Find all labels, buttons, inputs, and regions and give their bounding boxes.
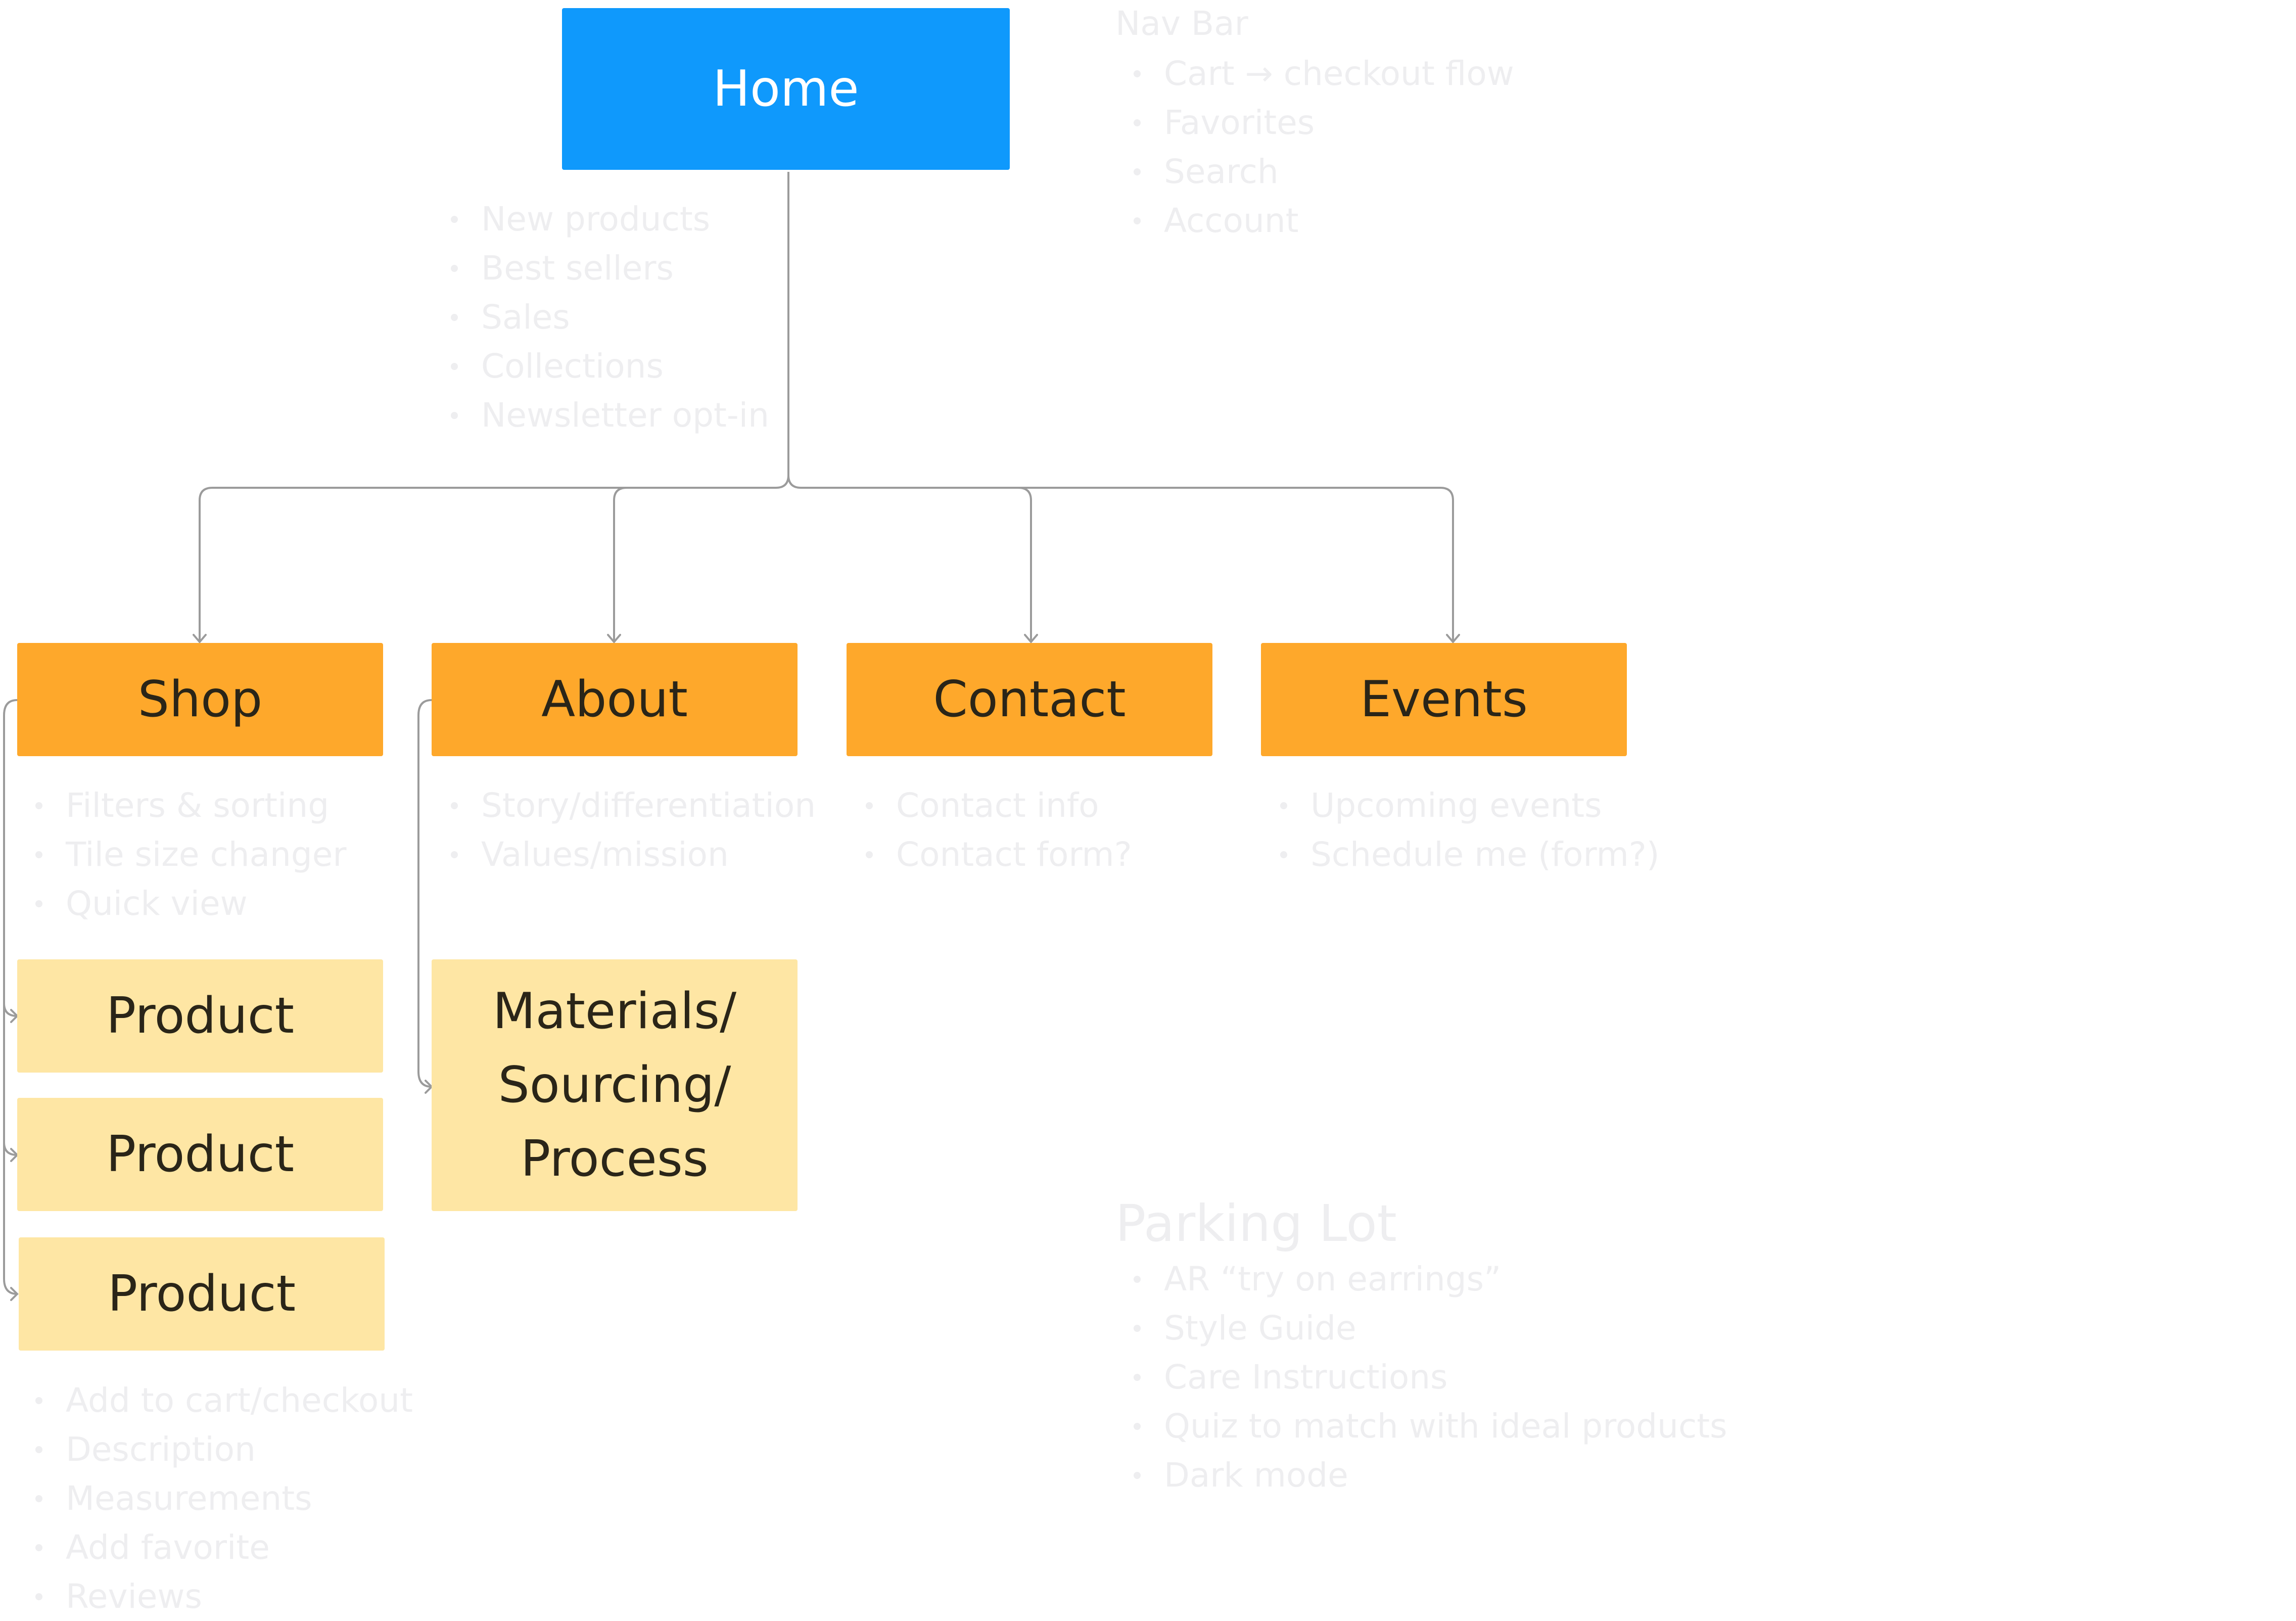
- note-item: Favorites: [1115, 98, 1514, 147]
- contact-notes: Contact info Contact form?: [848, 781, 1132, 879]
- note-item: Story/differentiation: [433, 781, 816, 830]
- node-home[interactable]: Home: [562, 8, 1010, 170]
- node-product-2[interactable]: Product: [17, 1098, 383, 1211]
- node-product-3[interactable]: Product: [19, 1237, 385, 1351]
- node-about[interactable]: About: [432, 643, 798, 756]
- arrowhead-product-3: [10, 1287, 19, 1301]
- note-item: Collections: [433, 342, 769, 391]
- connector-home-shop: [199, 475, 789, 642]
- product-notes: Add to cart/checkout Description Measure…: [17, 1376, 413, 1621]
- node-materials-label-line-3: Process: [521, 1130, 709, 1188]
- node-shop-label: Shop: [137, 671, 263, 728]
- parking-lot-notes: AR “try on earrings” Style Guide Care In…: [1115, 1255, 1727, 1500]
- node-product-2-label: Product: [106, 1126, 295, 1183]
- arrowhead-events: [1446, 634, 1460, 644]
- note-item: New products: [433, 195, 769, 244]
- note-item: Reviews: [17, 1572, 413, 1621]
- node-product-1-label: Product: [106, 987, 295, 1045]
- node-contact-label: Contact: [933, 671, 1126, 728]
- note-item: Values/mission: [433, 830, 816, 879]
- node-materials-label-line-2: Sourcing/: [498, 1056, 731, 1114]
- note-item: Newsletter opt-in: [433, 391, 769, 440]
- note-item: Measurements: [17, 1474, 413, 1523]
- node-contact[interactable]: Contact: [847, 643, 1212, 756]
- node-product-1[interactable]: Product: [17, 959, 383, 1073]
- arrowhead-shop: [193, 634, 207, 644]
- node-materials-label-line-1: Materials/: [492, 983, 737, 1040]
- parking-lot-title: Parking Lot: [1115, 1194, 1397, 1253]
- note-item: Account: [1115, 196, 1514, 245]
- note-item: Upcoming events: [1262, 781, 1660, 830]
- note-item: Quick view: [17, 879, 347, 928]
- note-item: Tile size changer: [17, 830, 347, 879]
- node-events[interactable]: Events: [1261, 643, 1627, 756]
- note-item: Add to cart/checkout: [17, 1376, 413, 1425]
- note-item: Best sellers: [433, 244, 769, 293]
- note-item: Contact form?: [848, 830, 1132, 879]
- connector-home-about: [613, 487, 627, 642]
- note-item: Quiz to match with ideal products: [1115, 1402, 1727, 1451]
- arrowhead-contact: [1024, 634, 1038, 644]
- node-events-label: Events: [1360, 671, 1528, 728]
- note-item: Contact info: [848, 781, 1132, 830]
- home-notes: New products Best sellers Sales Collecti…: [433, 195, 769, 440]
- nav-bar-title: Nav Bar: [1115, 4, 1248, 43]
- node-home-label: Home: [713, 60, 859, 118]
- node-materials-sourcing-process[interactable]: Materials/ Sourcing/ Process: [432, 959, 798, 1211]
- events-notes: Upcoming events Schedule me (form?): [1262, 781, 1660, 879]
- arrowhead-about: [607, 634, 621, 644]
- note-item: AR “try on earrings”: [1115, 1255, 1727, 1304]
- nav-bar-notes: Cart → checkout flow Favorites Search Ac…: [1115, 49, 1514, 245]
- note-item: Style Guide: [1115, 1304, 1727, 1353]
- about-notes: Story/differentiation Values/mission: [433, 781, 816, 879]
- note-item: Cart → checkout flow: [1115, 49, 1514, 98]
- connector-about-materials: [417, 699, 432, 1088]
- connector-home-contact: [1018, 487, 1032, 642]
- node-about-label: About: [541, 671, 688, 728]
- note-item: Filters & sorting: [17, 781, 347, 830]
- note-item: Care Instructions: [1115, 1353, 1727, 1402]
- note-item: Dark mode: [1115, 1451, 1727, 1500]
- note-item: Add favorite: [17, 1523, 413, 1572]
- node-product-3-label: Product: [107, 1265, 296, 1323]
- note-item: Description: [17, 1425, 413, 1474]
- connector-shop-products: [3, 699, 18, 1295]
- connector-home-trunk: [787, 172, 1454, 642]
- shop-notes: Filters & sorting Tile size changer Quic…: [17, 781, 347, 928]
- note-item: Sales: [433, 293, 769, 342]
- note-item: Schedule me (form?): [1262, 830, 1660, 879]
- node-shop[interactable]: Shop: [17, 643, 383, 756]
- note-item: Search: [1115, 147, 1514, 196]
